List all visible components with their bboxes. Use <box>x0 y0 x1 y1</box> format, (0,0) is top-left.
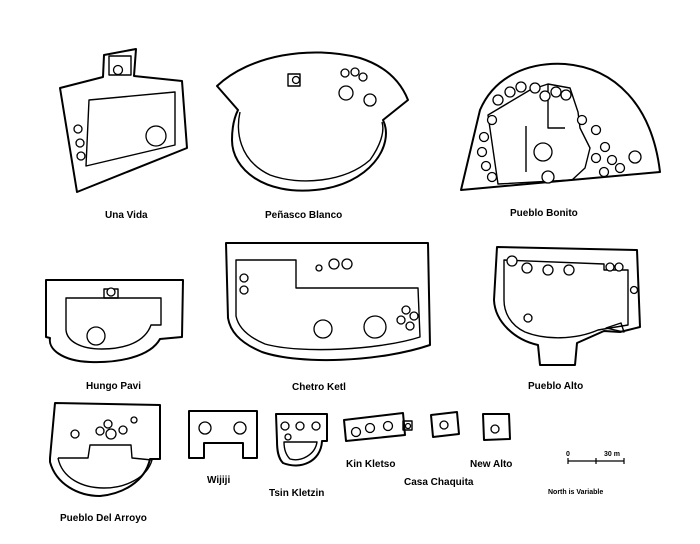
label-pueblo-bonito: Pueblo Bonito <box>510 208 578 219</box>
plan-hungo-pavi <box>45 279 184 364</box>
label-pueblo-alto: Pueblo Alto <box>528 381 583 392</box>
scale-zero-label: 0 <box>566 451 570 458</box>
label-new-alto: New Alto <box>470 459 512 470</box>
label-una-vida: Una Vida <box>105 210 148 221</box>
plan-penasco-blanco <box>216 51 409 192</box>
plan-chetro-ketl <box>225 242 431 362</box>
plan-new-alto <box>482 413 511 441</box>
label-pueblo-del-arroyo: Pueblo Del Arroyo <box>60 513 147 524</box>
plan-pueblo-alto <box>493 246 641 366</box>
label-tsin-kletzin: Tsin Kletzin <box>269 488 324 499</box>
label-kin-kletso: Kin Kletso <box>346 459 395 470</box>
plan-wijiji <box>188 410 258 459</box>
label-wijiji: Wijiji <box>207 475 230 486</box>
plan-pueblo-del-arroyo <box>49 402 161 497</box>
label-chetro-ketl: Chetro Ketl <box>292 382 346 393</box>
label-hungo-pavi: Hungo Pavi <box>86 381 141 392</box>
label-penasco-blanco: Peñasco Blanco <box>265 210 342 221</box>
plan-casa-chaquita <box>430 411 460 438</box>
plan-tsin-kletzin <box>275 413 328 467</box>
plan-una-vida <box>59 48 188 193</box>
scale-bar: 0 30 m <box>566 451 625 464</box>
plan-pueblo-bonito <box>460 62 661 191</box>
label-casa-chaquita: Casa Chaquita <box>404 477 474 488</box>
scale-max-label: 30 m <box>604 451 620 458</box>
north-note: North is Variable <box>548 489 603 496</box>
plan-kin-kletso <box>343 412 413 442</box>
